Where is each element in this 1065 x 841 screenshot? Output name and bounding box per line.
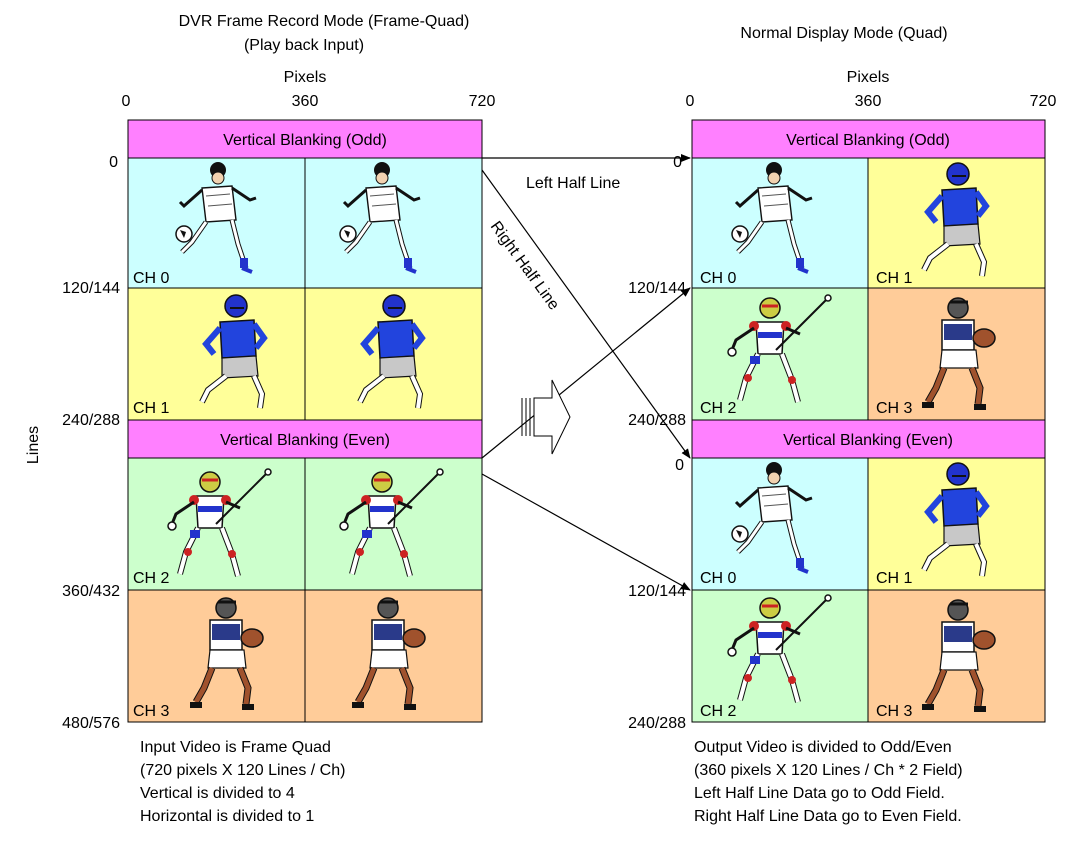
right-pixel-tick-720: 720 [1030, 93, 1057, 110]
left-pixel-tick-0: 0 [122, 93, 131, 110]
left-caption-line1: Input Video is Frame Quad [140, 739, 331, 756]
left-row-label-0: 0 [109, 154, 118, 171]
right-frame [691, 119, 1046, 723]
lines-axis-label: Lines [25, 426, 42, 464]
left-caption-line4: Horizontal is divided to 1 [140, 808, 314, 825]
right-half-line-arrow [481, 169, 691, 459]
right-pixel-tick-0: 0 [686, 93, 695, 110]
right-odd-row-label-0: 0 [673, 154, 682, 171]
right-even-ch1-label: CH 1 [876, 570, 913, 587]
left-frame [127, 119, 483, 723]
right-caption-line1: Output Video is divided to Odd/Even [694, 739, 952, 756]
left-title-line2: (Play back Input) [244, 37, 364, 54]
right-pixel-tick-360: 360 [855, 93, 882, 110]
right-blanking-even-label: Vertical Blanking (Even) [783, 432, 953, 449]
right-caption-line4: Right Half Line Data go to Even Field. [694, 808, 962, 825]
even-to-even-ch2-arrow [481, 473, 691, 591]
left-ch3-label: CH 3 [133, 703, 170, 720]
right-even-ch3-label: CH 3 [876, 703, 913, 720]
left-ch1-label: CH 1 [133, 400, 170, 417]
left-half-line-label: Left Half Line [526, 175, 620, 192]
right-even-row-label-0: 0 [675, 457, 684, 474]
right-caption-line3: Left Half Line Data go to Odd Field. [694, 785, 945, 802]
right-odd-row-label-120: 120/144 [628, 280, 686, 297]
left-pixels-label: Pixels [284, 69, 327, 86]
right-odd-ch1-label: CH 1 [876, 270, 913, 287]
left-blanking-odd-label: Vertical Blanking (Odd) [223, 132, 387, 149]
left-blanking-odd [128, 120, 482, 158]
left-caption-line3: Vertical is divided to 4 [140, 785, 295, 802]
right-even-ch0-label: CH 0 [700, 570, 737, 587]
right-even-row-label-240: 240/288 [628, 715, 686, 732]
left-pixel-tick-360: 360 [292, 93, 319, 110]
even-to-odd-ch2-arrow [481, 287, 691, 459]
right-odd-row-label-240: 240/288 [628, 412, 686, 429]
left-row-label-240: 240/288 [62, 412, 120, 429]
right-pixels-label: Pixels [847, 69, 890, 86]
right-title: Normal Display Mode (Quad) [740, 25, 947, 42]
right-even-row-label-120: 120/144 [628, 583, 686, 600]
left-row-label-360: 360/432 [62, 583, 120, 600]
left-title-line1: DVR Frame Record Mode (Frame-Quad) [179, 13, 470, 30]
right-even-ch2-label: CH 2 [700, 703, 737, 720]
right-blanking-even [692, 420, 1045, 458]
left-row-label-120: 120/144 [62, 280, 120, 297]
left-pixel-tick-720: 720 [469, 93, 496, 110]
right-caption-line2: (360 pixels X 120 Lines / Ch * 2 Field) [694, 762, 963, 779]
right-odd-ch2-label: CH 2 [700, 400, 737, 417]
left-blanking-even [128, 420, 482, 458]
left-row-label-480: 480/576 [62, 715, 120, 732]
right-odd-ch3-label: CH 3 [876, 400, 913, 417]
left-blanking-even-label: Vertical Blanking (Even) [220, 432, 390, 449]
left-ch2-label: CH 2 [133, 570, 170, 587]
mapping-arrows [481, 154, 691, 591]
block-arrow-icon [521, 379, 571, 455]
left-caption-line2: (720 pixels X 120 Lines / Ch) [140, 762, 345, 779]
right-blanking-odd [692, 120, 1045, 158]
left-ch0-label: CH 0 [133, 270, 170, 287]
right-odd-ch0-label: CH 0 [700, 270, 737, 287]
right-blanking-odd-label: Vertical Blanking (Odd) [786, 132, 950, 149]
